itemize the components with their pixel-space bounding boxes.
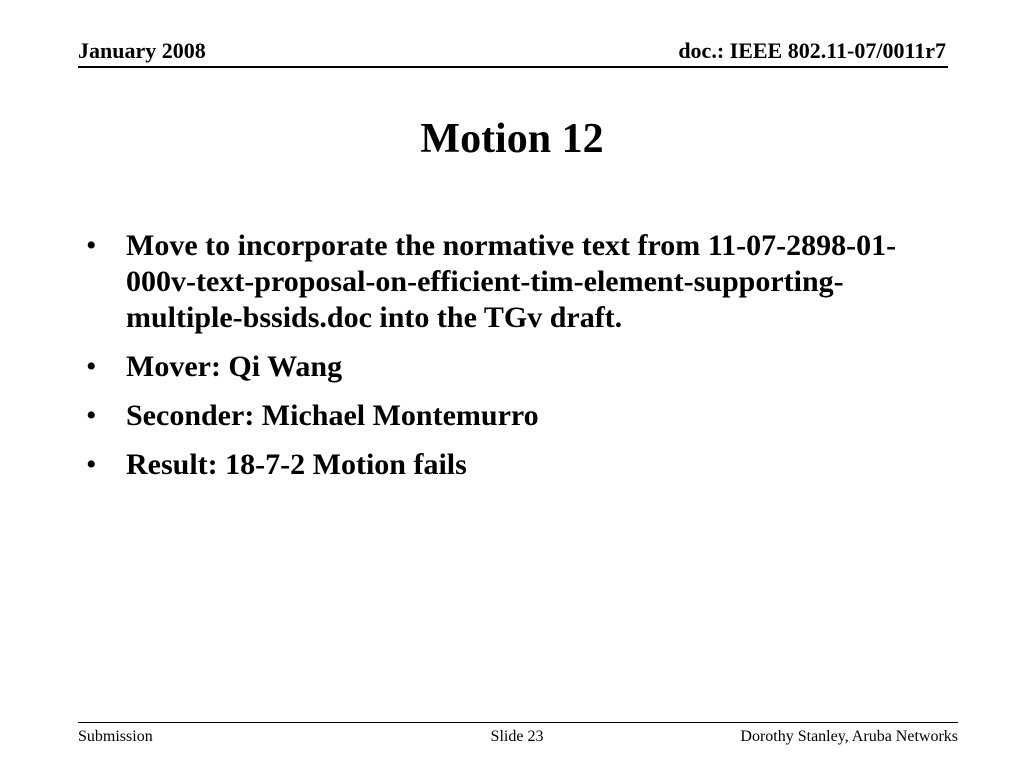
bullet-item: • Seconder: Michael Montemurro [80,398,920,434]
bullet-dot-icon: • [86,350,97,383]
bullet-text: Move to incorporate the normative text f… [126,229,897,334]
bullet-list: • Move to incorporate the normative text… [80,228,920,496]
footer-submission: Submission [78,728,153,745]
footer-divider [78,722,958,723]
bullet-dot-icon: • [86,448,97,481]
bullet-item: • Move to incorporate the normative text… [80,228,920,336]
header-date: January 2008 [78,38,206,63]
bullet-text: Result: 18-7-2 Motion fails [126,448,467,481]
bullet-item: • Result: 18-7-2 Motion fails [80,447,920,483]
bullet-text: Seconder: Michael Montemurro [126,399,539,432]
bullet-item: • Mover: Qi Wang [80,349,920,385]
footer-slide-number: Slide 23 [490,728,544,745]
footer-author: Dorothy Stanley, Aruba Networks [740,728,958,745]
bullet-dot-icon: • [86,229,97,262]
bullet-dot-icon: • [86,399,97,432]
header-divider [78,66,948,68]
bullet-text: Mover: Qi Wang [126,350,343,383]
slide-title: Motion 12 [420,116,604,162]
header-doc-id: doc.: IEEE 802.11-07/0011r7 [678,38,946,63]
